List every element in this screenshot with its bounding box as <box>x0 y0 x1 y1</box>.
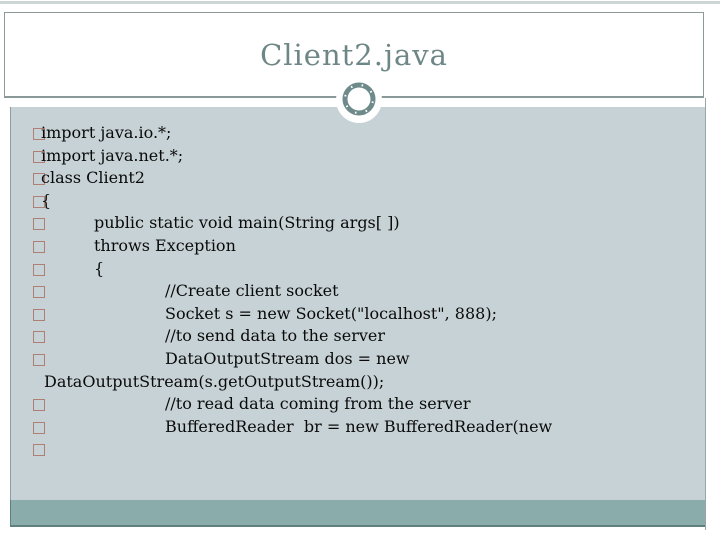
footer-band <box>10 500 705 527</box>
code-text: throws Exception <box>94 235 236 255</box>
code-text: class Client2 <box>41 168 145 188</box>
code-line: Socket s = new Socket("localhost", 888); <box>11 303 705 326</box>
top-strip <box>0 1 720 4</box>
bullet-square-icon <box>33 218 45 231</box>
bullet-square-icon <box>33 444 45 457</box>
bullet-square-icon <box>33 240 45 253</box>
code-text: { <box>94 258 105 278</box>
bullet-square-icon <box>33 173 45 186</box>
code-line: throws Exception <box>11 235 705 258</box>
ring-ornament-icon <box>342 82 376 116</box>
bullet-square-icon <box>33 286 45 299</box>
code-text: BufferedReader br = new BufferedReader(n… <box>165 416 553 436</box>
bullet-square-icon <box>33 399 45 412</box>
slide-title: Client2.java <box>260 37 448 72</box>
bullet-square-icon <box>33 308 45 321</box>
code-text: import java.net.*; <box>41 145 184 165</box>
bullet-square-icon <box>33 263 45 276</box>
code-line: import java.io.*; <box>11 122 705 145</box>
code-text: //Create client socket <box>165 281 339 301</box>
code-text: Socket s = new Socket("localhost", 888); <box>165 303 497 323</box>
code-text: DataOutputStream(s.getOutputStream()); <box>44 371 385 391</box>
bullet-square-icon <box>33 331 45 344</box>
bullet-square-icon <box>33 128 45 140</box>
code-text: //to send data to the server <box>165 326 385 346</box>
bullet-square-icon <box>33 195 45 208</box>
code-line: //to send data to the server <box>11 325 705 348</box>
code-line: DataOutputStream dos = new <box>11 348 705 371</box>
code-line: DataOutputStream(s.getOutputStream()); <box>11 371 705 394</box>
code-line: BufferedReader br = new BufferedReader(n… <box>11 416 705 439</box>
code-text: import java.io.*; <box>41 123 172 142</box>
bullet-square-icon <box>33 421 45 434</box>
code-text: //to read data coming from the server <box>165 394 471 414</box>
code-line <box>11 438 705 461</box>
code-text: DataOutputStream dos = new <box>165 348 410 368</box>
bullet-square-icon <box>33 353 45 366</box>
code-text: public static void main(String args[ ]) <box>94 213 400 233</box>
code-line: //Create client socket <box>11 280 705 303</box>
code-line: class Client2 <box>11 167 705 190</box>
code-line: //to read data coming from the server <box>11 393 705 416</box>
code-text: { <box>41 190 52 210</box>
code-line: import java.net.*; <box>11 145 705 168</box>
code-content-area: import java.io.*; import java.net.*; class… <box>10 107 705 500</box>
code-line: { <box>11 258 705 281</box>
right-edge-line <box>705 98 706 530</box>
code-line: public static void main(String args[ ]) <box>11 212 705 235</box>
code-line: { <box>11 190 705 213</box>
bullet-square-icon <box>33 150 45 163</box>
